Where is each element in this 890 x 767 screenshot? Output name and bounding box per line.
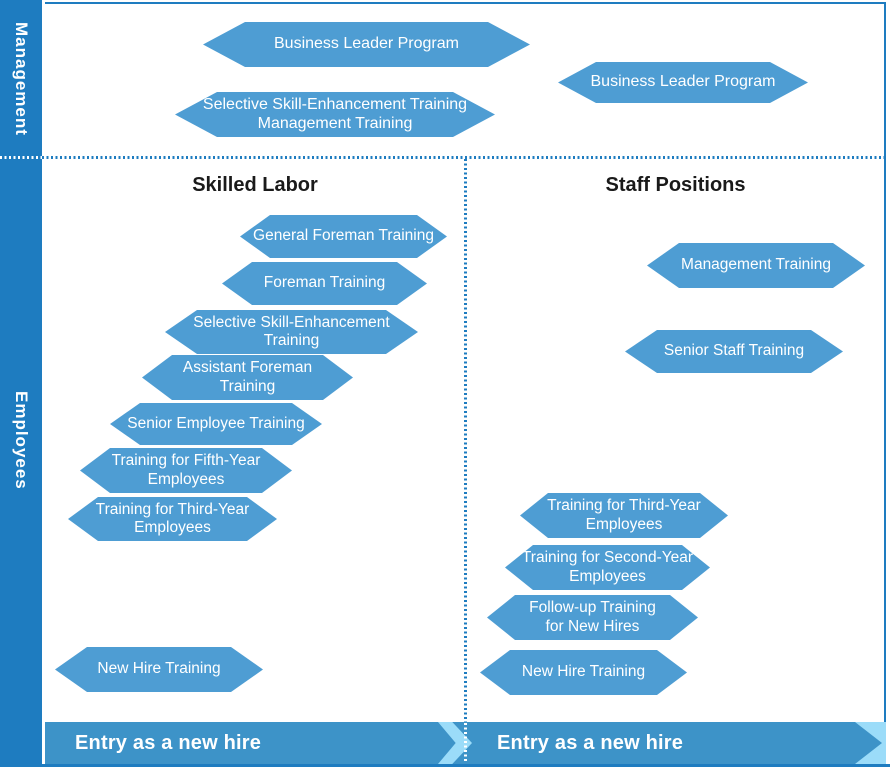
training-shape-assistant-foreman: Assistant Foreman Training: [142, 355, 353, 400]
horizontal-divider: [42, 156, 886, 159]
training-shape-new-hire-staff: New Hire Training: [480, 650, 687, 695]
training-shape-second-year-staff: Training for Second-Year Employees: [505, 545, 710, 590]
training-shape-sse-mgmt: Selective Skill-Enhancement Training Man…: [175, 92, 495, 137]
training-shape-blp-left: Business Leader Program: [203, 22, 530, 67]
bottom-border: [42, 764, 890, 767]
vertical-divider: [464, 159, 467, 722]
training-shape-sse-training: Selective Skill-Enhancement Training: [165, 310, 418, 354]
training-shape-fifth-year: Training for Fifth-Year Employees: [80, 448, 292, 493]
training-shape-general-foreman: General Foreman Training: [240, 215, 447, 258]
skilled-labor-heading: Skilled Labor: [192, 174, 318, 196]
band-endcap: [855, 722, 886, 764]
training-shape-senior-employee: Senior Employee Training: [110, 403, 322, 445]
entry-banner-right: Entry as a new hire: [497, 731, 684, 754]
vertical-divider-over-band: [464, 723, 467, 763]
entry-banner-left: Entry as a new hire: [75, 731, 262, 754]
training-shape-management-training: Management Training: [647, 243, 865, 288]
staff-positions-heading: Staff Positions: [605, 174, 746, 196]
management-section-label: Management: [12, 22, 31, 136]
training-shape-third-year-staff: Training for Third-Year Employees: [520, 493, 728, 538]
training-shape-senior-staff: Senior Staff Training: [625, 330, 843, 373]
training-shape-foreman: Foreman Training: [222, 262, 427, 305]
training-shape-follow-up: Follow-up Training for New Hires: [487, 595, 698, 640]
left-category-sidebar: [0, 0, 42, 767]
employees-section-label: Employees: [12, 390, 31, 490]
training-shape-blp-right: Business Leader Program: [558, 62, 808, 103]
training-shape-third-year-skilled: Training for Third-Year Employees: [68, 497, 277, 541]
diagram-border: [45, 2, 886, 764]
band-arrow-tip-icon: [855, 722, 882, 764]
training-shape-new-hire-skilled: New Hire Training: [55, 647, 263, 692]
horizontal-divider-over-sidebar: [0, 156, 42, 159]
